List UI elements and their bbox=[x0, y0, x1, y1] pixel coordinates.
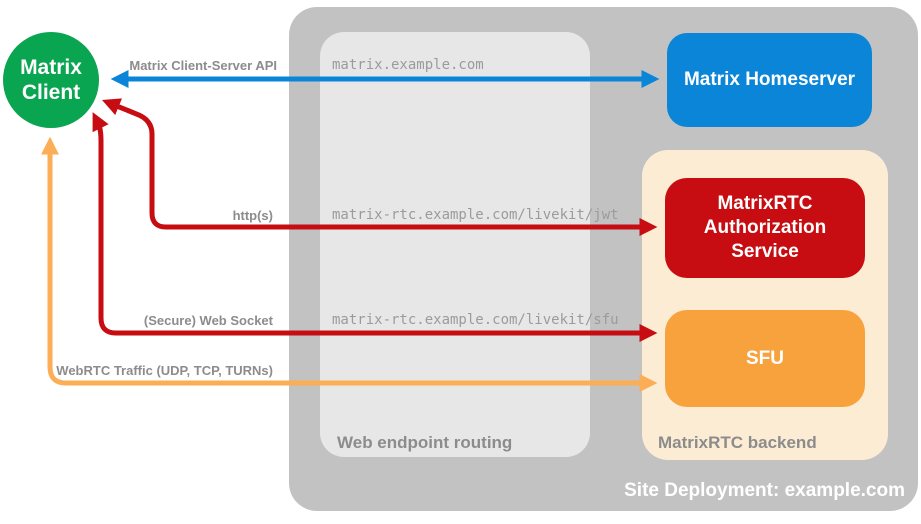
matrix-client-node: Matrix Client bbox=[3, 32, 99, 128]
matrixrtc-authorization-service-node: MatrixRTC Authorization Service bbox=[665, 178, 865, 278]
web-endpoint-routing-container bbox=[320, 32, 590, 457]
webrtc-traffic-arrow-label: WebRTC Traffic (UDP, TCP, TURNs) bbox=[56, 363, 273, 378]
matrix-client-label: Matrix Client bbox=[20, 55, 82, 104]
site-deployment-label: Site Deployment: example.com bbox=[624, 480, 905, 501]
web-endpoint-routing-label: Web endpoint routing bbox=[337, 433, 513, 452]
endpoint-livekit-jwt: matrix-rtc.example.com/livekit/jwt bbox=[332, 207, 619, 223]
matrixrtc-backend-label: MatrixRTC backend bbox=[658, 433, 817, 452]
http-arrow-label: http(s) bbox=[232, 208, 273, 223]
websocket-arrow-label: (Secure) Web Socket bbox=[143, 313, 273, 328]
client-server-api-arrow-label: Matrix Client-Server API bbox=[129, 58, 277, 73]
matrix-homeserver-node: Matrix Homeserver bbox=[667, 33, 872, 127]
matrix-homeserver-label: Matrix Homeserver bbox=[683, 69, 856, 90]
sfu-node: SFU bbox=[665, 310, 865, 407]
sfu-label: SFU bbox=[746, 347, 784, 369]
endpoint-matrix-example-com: matrix.example.com bbox=[332, 57, 484, 73]
endpoint-livekit-sfu: matrix-rtc.example.com/livekit/sfu bbox=[332, 312, 619, 328]
matrixrtc-authorization-service-label: MatrixRTC Authorization Service bbox=[703, 193, 827, 262]
